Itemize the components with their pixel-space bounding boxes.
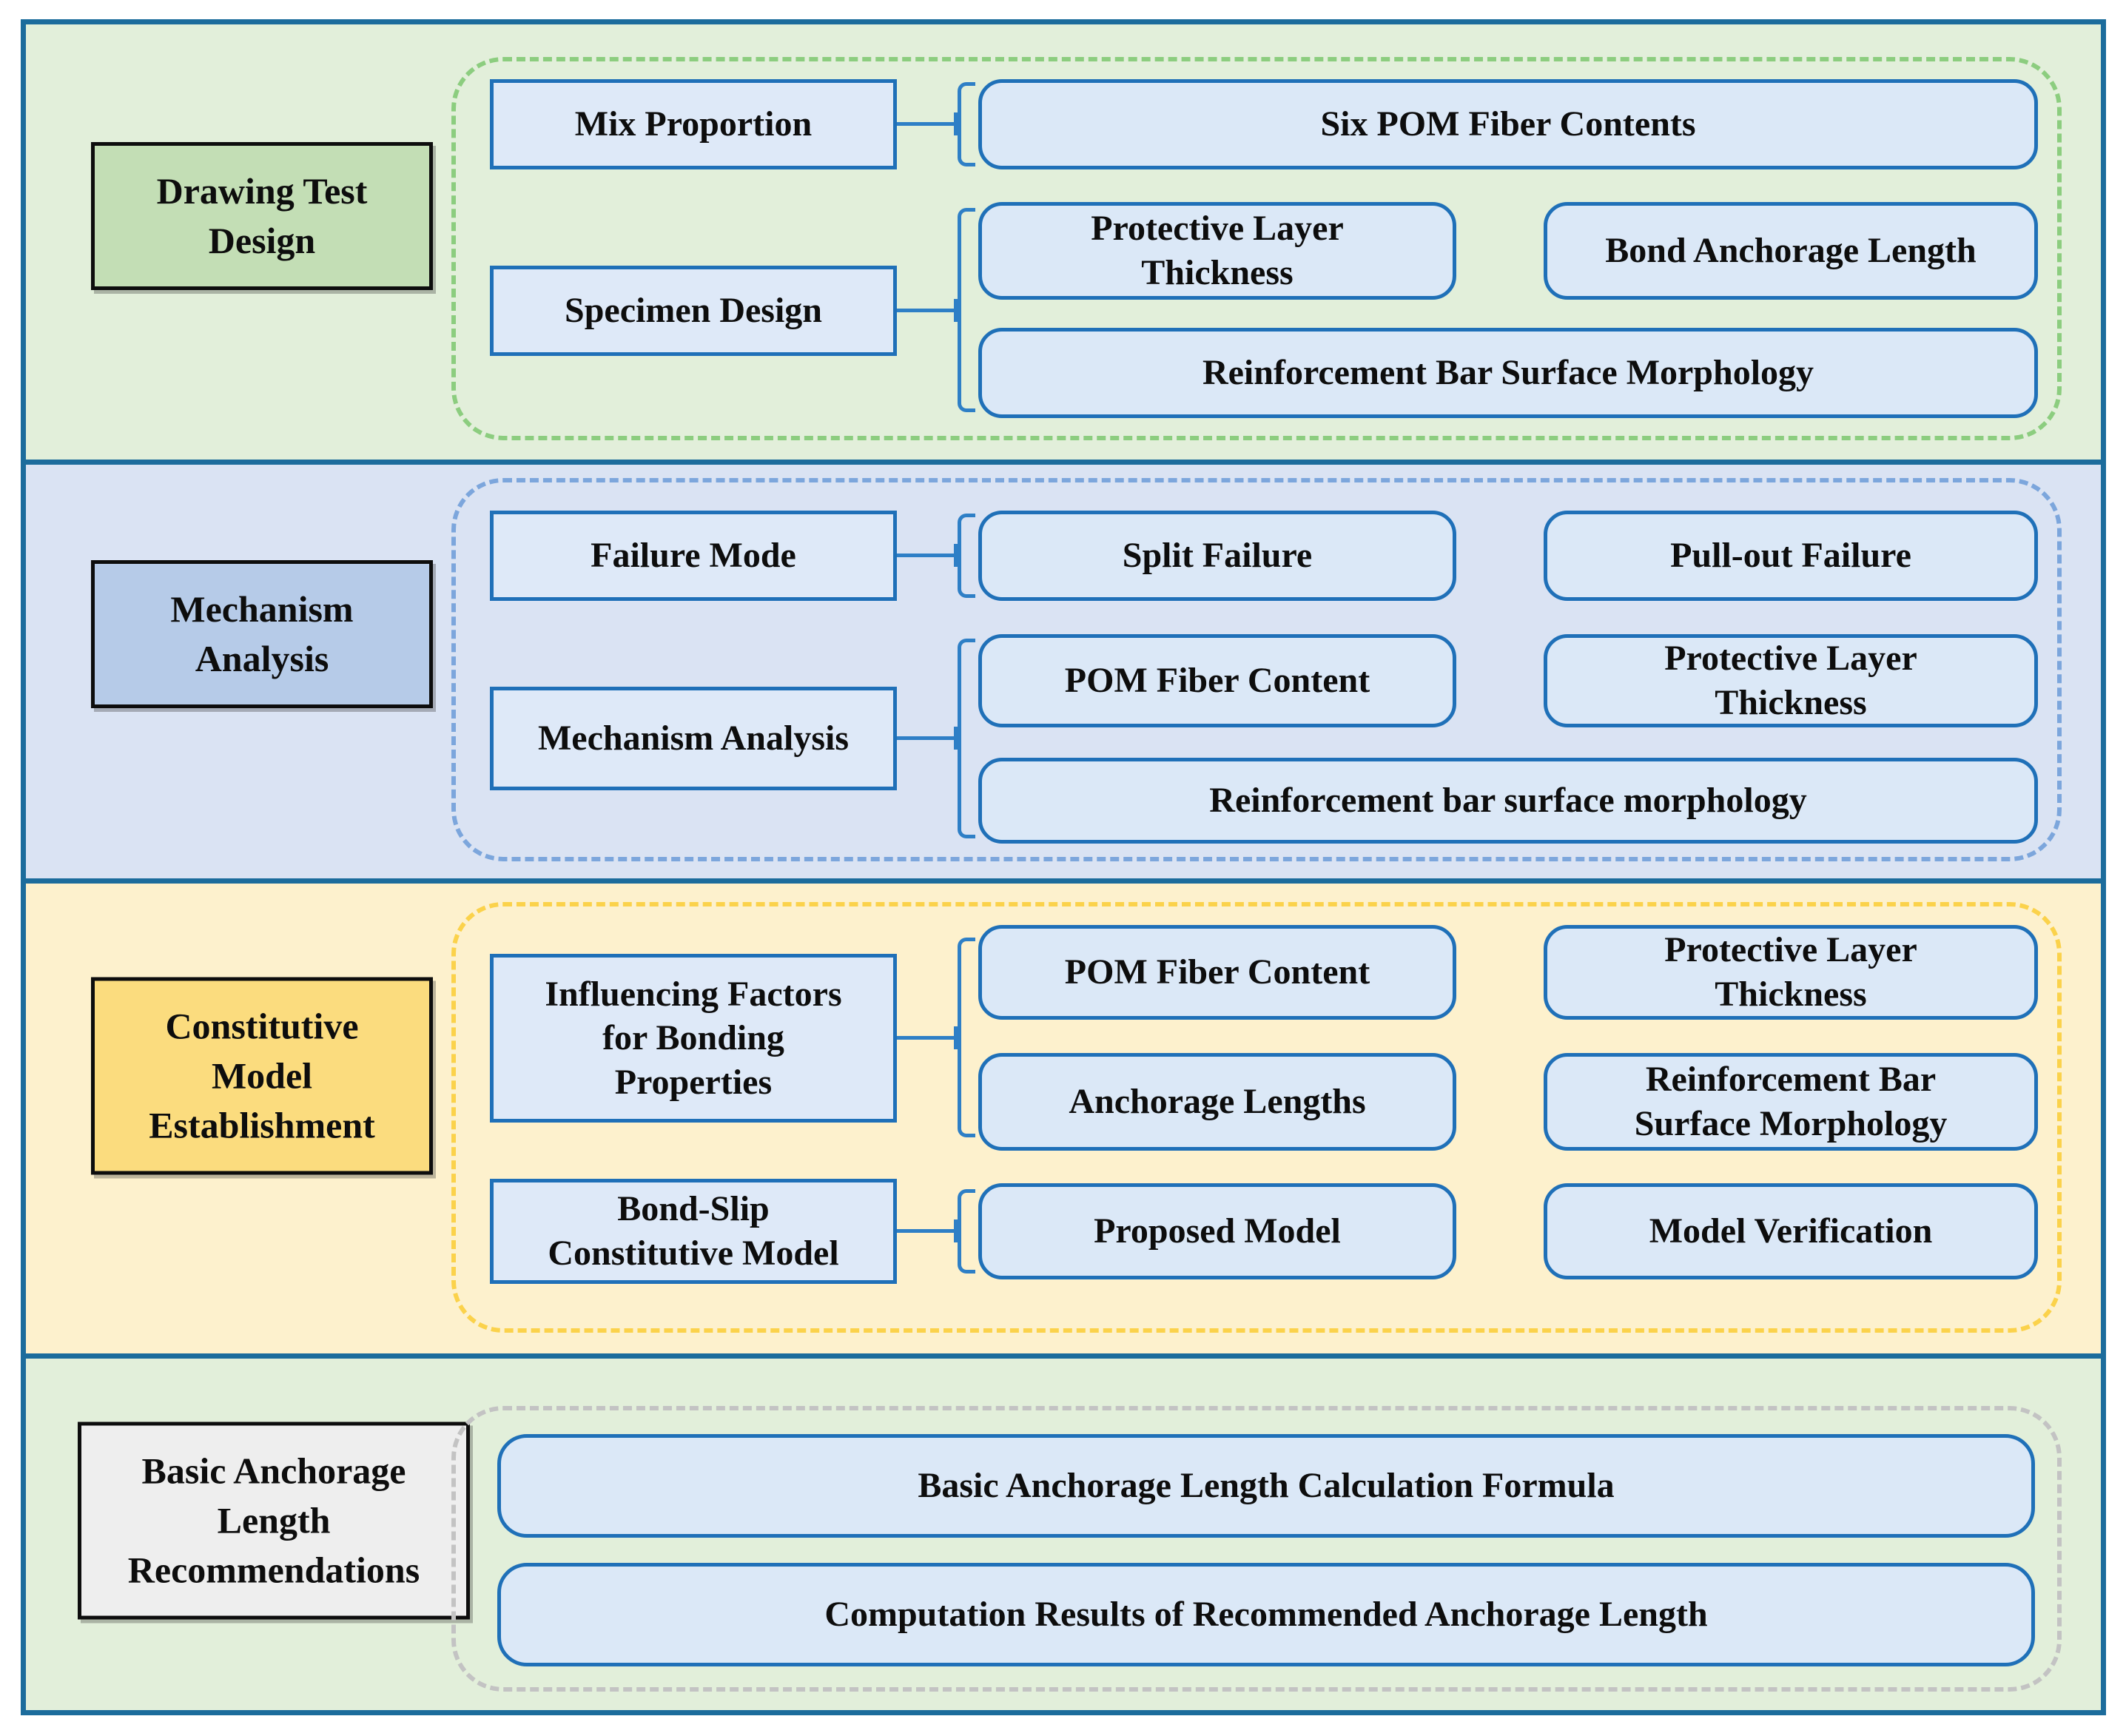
connector-stem-bond-slip bbox=[897, 1219, 958, 1242]
bracket-influencing-factors bbox=[958, 938, 975, 1137]
node-mix-proportion: Mix Proportion bbox=[490, 79, 897, 169]
bracket-mechanism-analysis bbox=[958, 639, 975, 838]
group-constitutive-model: Influencing Factors for Bonding Properti… bbox=[451, 902, 2062, 1333]
node-bond-anchorage-length: Bond Anchorage Length bbox=[1544, 202, 2038, 300]
group-mechanism-analysis: Failure Mode Split Failure Pull-out Fail… bbox=[451, 478, 2062, 861]
node-reinforcement-bar-surface-morphology-2: Reinforcement bar surface morphology bbox=[978, 758, 2038, 844]
node-pull-out-failure: Pull-out Failure bbox=[1544, 511, 2038, 601]
bracket-failure-mode bbox=[958, 514, 975, 598]
connector-stem-specimen-design bbox=[897, 299, 958, 322]
section-constitutive-model: Constitutive Model Establishment Influen… bbox=[26, 878, 2101, 1353]
connector-stem-mechanism-analysis bbox=[897, 727, 958, 750]
section-mechanism-analysis: Mechanism Analysis Failure Mode Split Fa… bbox=[26, 460, 2101, 878]
node-protective-layer-thickness-2: Protective Layer Thickness bbox=[1544, 634, 2038, 727]
section-label-constitutive-model: Constitutive Model Establishment bbox=[91, 977, 433, 1175]
connector-stem-failure-mode bbox=[897, 544, 958, 567]
section-label-drawing-test-design: Drawing Test Design bbox=[91, 141, 433, 290]
node-split-failure: Split Failure bbox=[978, 511, 1456, 601]
node-reinforcement-bar-surface-morphology-1: Reinforcement Bar Surface Morphology bbox=[978, 328, 2038, 418]
bracket-mix-proportion bbox=[958, 82, 975, 166]
node-protective-layer-thickness-1: Protective Layer Thickness bbox=[978, 202, 1456, 300]
node-mechanism-analysis-inner: Mechanism Analysis bbox=[490, 687, 897, 790]
outer-frame: Drawing Test Design Mix Proportion Six P… bbox=[21, 19, 2106, 1715]
node-failure-mode: Failure Mode bbox=[490, 511, 897, 601]
node-specimen-design: Specimen Design bbox=[490, 266, 897, 356]
section-label-anchorage-recommendations: Basic Anchorage Length Recommendations bbox=[78, 1422, 470, 1619]
node-reinforcement-bar-surface-morphology-3: Reinforcement Bar Surface Morphology bbox=[1544, 1053, 2038, 1151]
section-drawing-test-design: Drawing Test Design Mix Proportion Six P… bbox=[26, 24, 2101, 460]
node-pom-fiber-content-3: POM Fiber Content bbox=[978, 925, 1456, 1020]
section-anchorage-recommendations: Basic Anchorage Length Recommendations B… bbox=[26, 1353, 2101, 1710]
node-bond-slip-constitutive-model: Bond-Slip Constitutive Model bbox=[490, 1179, 897, 1284]
node-anchorage-lengths: Anchorage Lengths bbox=[978, 1053, 1456, 1151]
node-proposed-model: Proposed Model bbox=[978, 1183, 1456, 1279]
node-protective-layer-thickness-3: Protective Layer Thickness bbox=[1544, 925, 2038, 1020]
bracket-specimen-design bbox=[958, 208, 975, 412]
group-anchorage-recommendations: Basic Anchorage Length Calculation Formu… bbox=[451, 1406, 2062, 1692]
connector-stem-mix-proportion bbox=[897, 112, 958, 135]
connector-stem-influencing-factors bbox=[897, 1026, 958, 1049]
node-basic-anchorage-length-calculation-formula: Basic Anchorage Length Calculation Formu… bbox=[497, 1434, 2035, 1538]
bracket-bond-slip bbox=[958, 1189, 975, 1274]
node-model-verification: Model Verification bbox=[1544, 1183, 2038, 1279]
node-influencing-factors: Influencing Factors for Bonding Properti… bbox=[490, 954, 897, 1123]
group-drawing-test-design: Mix Proportion Six POM Fiber Contents Sp… bbox=[451, 57, 2062, 440]
node-computation-results-recommended-anchorage-length: Computation Results of Recommended Ancho… bbox=[497, 1563, 2035, 1666]
section-label-mechanism-analysis: Mechanism Analysis bbox=[91, 560, 433, 709]
node-pom-fiber-content-2: POM Fiber Content bbox=[978, 634, 1456, 727]
node-six-pom-fiber-contents: Six POM Fiber Contents bbox=[978, 79, 2038, 169]
